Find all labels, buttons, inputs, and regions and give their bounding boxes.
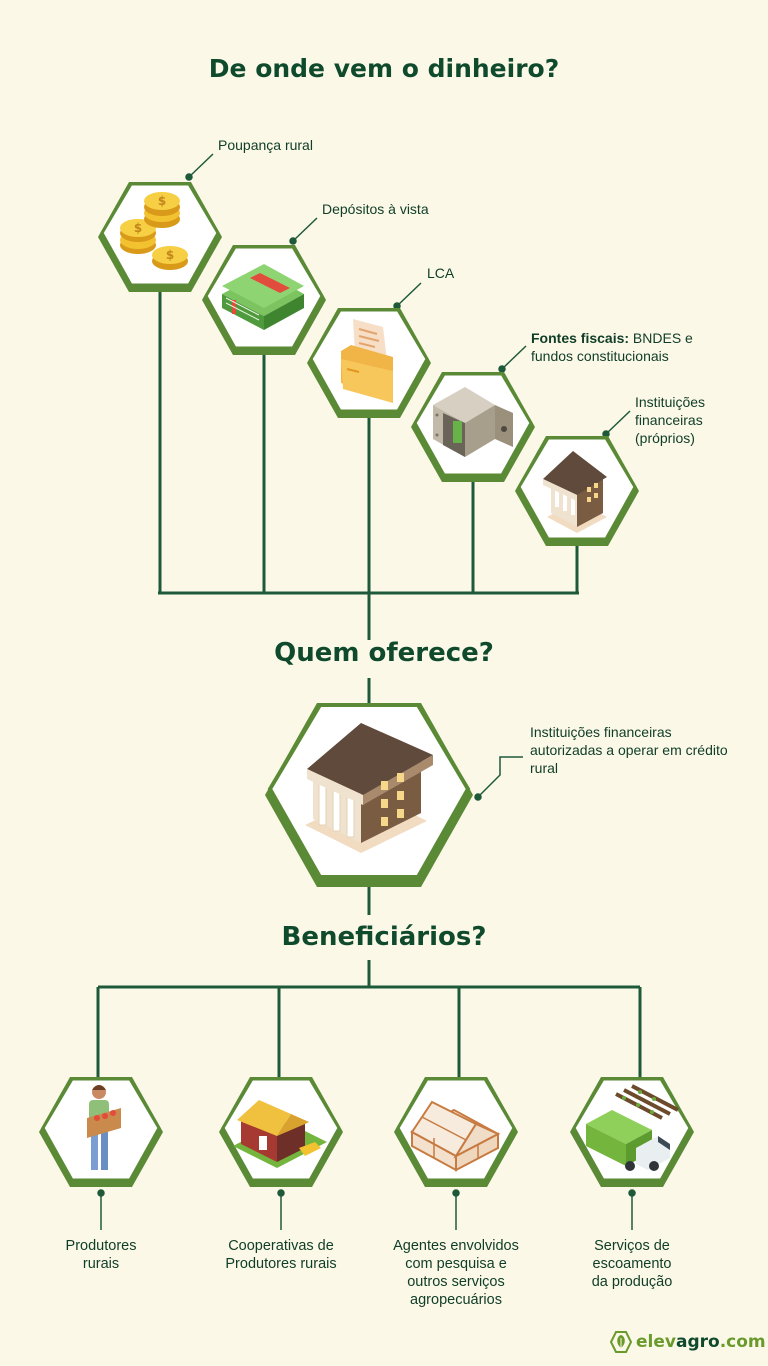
hex-instituicoes-proprios (513, 434, 641, 548)
sources-connectors (96, 292, 642, 1078)
brand-name-part1: elev (636, 1332, 676, 1352)
source-label-depositos: Depósitos à vista (322, 201, 429, 217)
beneficiary-label-cooperativas: Cooperativas de Produtores rurais (196, 1237, 366, 1273)
greenhouse-icon (409, 1100, 501, 1172)
source-label-lca: LCA (427, 265, 455, 281)
hex-poupanca-rural: $ $ $ (96, 180, 224, 294)
svg-text:$: $ (158, 194, 166, 208)
beneficiary-label-line: outros serviços (407, 1274, 505, 1290)
beneficiary-label-line: Produtores (65, 1238, 137, 1254)
hex-agentes (392, 1075, 520, 1189)
beneficiaries-title: Beneficiários? (281, 922, 487, 952)
hex-fontes-fiscais (409, 370, 537, 484)
svg-text:$: $ (166, 248, 174, 262)
offerer-label: Instituições financeiras autorizadas a o… (530, 724, 728, 776)
safe-vault-icon (433, 387, 513, 457)
beneficiary-label-servicos: Serviços de escoamento da produção (552, 1237, 712, 1291)
beneficiary-label-line: da produção (591, 1274, 673, 1290)
hex-produtores (37, 1075, 165, 1189)
hex-cooperativas (217, 1075, 345, 1189)
brand-name-part3: .com (719, 1332, 766, 1352)
gold-coins-icon: $ $ $ (120, 192, 188, 270)
beneficiary-label-line: com pesquisa e (405, 1256, 507, 1272)
bank-building-icon (543, 451, 607, 533)
brand-name: elevagro.com (636, 1332, 766, 1352)
beneficiary-label-line: Serviços de (594, 1238, 670, 1254)
bank-building-icon (305, 723, 433, 853)
offers-title: Quem oferece? (274, 638, 494, 668)
beneficiary-label-line: agropecuários (410, 1292, 502, 1308)
callout-leaders (97, 153, 636, 1230)
farmhouse-icon (233, 1100, 327, 1168)
leaf-hex-icon (610, 1331, 632, 1353)
beneficiary-label-produtores: Produtores rurais (21, 1237, 181, 1273)
delivery-truck-icon (586, 1084, 679, 1171)
beneficiary-label-line: rurais (82, 1256, 120, 1272)
beneficiary-label-line: Produtores rurais (225, 1256, 337, 1272)
hex-offerer (265, 703, 473, 887)
farmer-icon (87, 1085, 121, 1170)
beneficiary-label-line: Cooperativas de (228, 1238, 334, 1254)
brand-name-part2: agro (675, 1332, 720, 1352)
hex-lca (305, 306, 433, 420)
brand-logo: elevagro.com (610, 1330, 766, 1356)
beneficiary-label-line: escoamento (592, 1256, 672, 1272)
source-label-fontes-fiscais: Fontes fiscais: BNDES e fundos constituc… (531, 329, 731, 365)
source-label-fontes-fiscais-bold: Fontes fiscais: (531, 330, 630, 346)
sources-title: De onde vem o dinheiro? (208, 54, 560, 83)
document-folder-icon (341, 319, 393, 403)
svg-text:$: $ (134, 221, 142, 235)
beneficiary-label-agentes: Agentes envolvidos com pesquisa e outros… (366, 1237, 546, 1309)
source-label-poupanca: Poupança rural (218, 137, 313, 153)
source-label-instituicoes: Instituições financeiras (próprios) (635, 394, 706, 446)
cash-stack-icon (222, 264, 304, 330)
source-label-fontes-fiscais-text: BNDES e fundos constitucionais (531, 330, 693, 364)
beneficiary-label-line: Agentes envolvidos (393, 1238, 519, 1254)
hex-servicos (568, 1075, 696, 1189)
hex-depositos-vista (200, 243, 328, 357)
